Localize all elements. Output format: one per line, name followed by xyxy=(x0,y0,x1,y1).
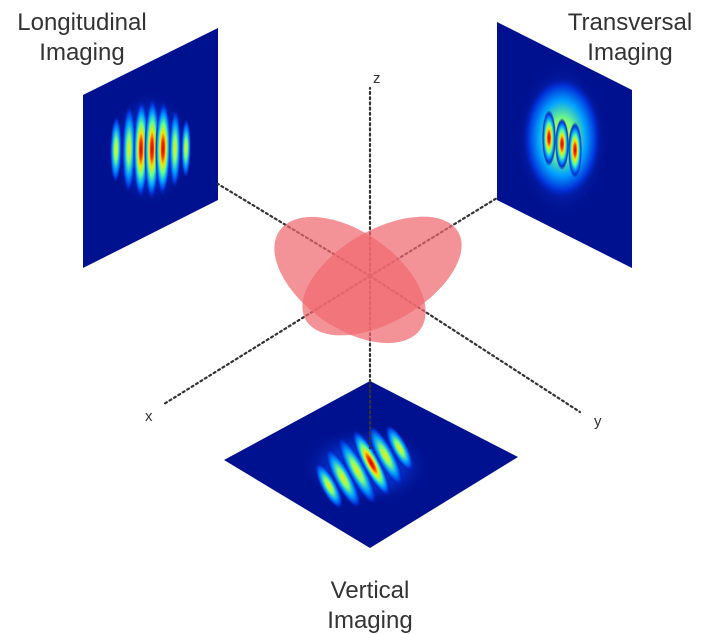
z-axis-label: z xyxy=(373,70,381,87)
longitudinal-label-line1: Longitudinal xyxy=(17,9,146,36)
cloud-ellipse-front xyxy=(302,216,462,336)
y-axis-label: y xyxy=(594,413,602,430)
atom-cloud-ellipsoid xyxy=(274,216,462,344)
vertical-label-line1: Vertical xyxy=(331,577,410,604)
transversal-imaging-label: Transversal Imaging xyxy=(568,9,692,66)
transversal-imaging-panel xyxy=(497,22,632,268)
longitudinal-imaging-label: Longitudinal Imaging xyxy=(17,9,146,66)
vertical-fringe-pattern xyxy=(300,424,432,509)
longitudinal-label-line2: Imaging xyxy=(39,39,124,66)
transversal-label-line1: Transversal xyxy=(568,9,692,36)
transversal-label-line2: Imaging xyxy=(587,39,672,66)
transversal-fringe-pattern xyxy=(514,62,610,218)
vertical-imaging-label: Vertical Imaging xyxy=(327,577,412,634)
x-axis-label: x xyxy=(145,408,153,425)
vertical-imaging-panel xyxy=(224,381,518,548)
x-axis-line xyxy=(162,274,372,406)
longitudinal-fringe-pattern xyxy=(108,90,192,206)
longitudinal-imaging-panel xyxy=(83,28,218,268)
vertical-label-line2: Imaging xyxy=(327,607,412,634)
